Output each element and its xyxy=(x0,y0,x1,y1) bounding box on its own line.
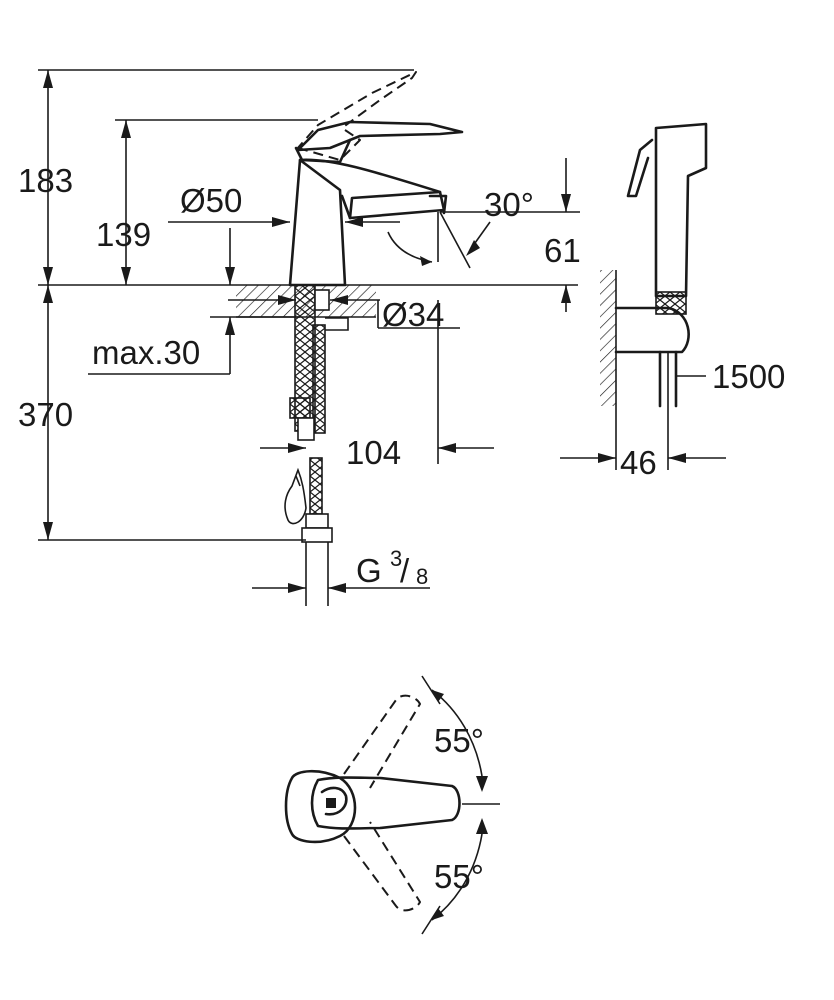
dim-spout-angle: 30° xyxy=(484,186,534,223)
dim-thread-num: 3 xyxy=(390,546,402,571)
dim-rotation-left: 55° xyxy=(434,722,484,759)
lever-top-view xyxy=(284,675,500,935)
dim-370: 370 xyxy=(18,396,73,433)
dim-rotation-right: 55° xyxy=(434,858,484,895)
dim-139: 139 xyxy=(96,216,151,253)
dim-1500: 1500 xyxy=(712,358,785,395)
dim-max-deck: max.30 xyxy=(92,334,200,371)
dim-104: 104 xyxy=(346,434,401,471)
dim-thread: G xyxy=(356,552,382,589)
dim-body-diameter: Ø50 xyxy=(180,182,242,219)
dim-hole-diameter: Ø34 xyxy=(382,296,444,333)
dim-46: 46 xyxy=(620,444,657,481)
dim-61: 61 xyxy=(544,232,581,269)
hand-shower-view xyxy=(560,122,726,470)
dimension-lines xyxy=(38,69,580,593)
dim-thread-den: 8 xyxy=(416,564,428,589)
dim-thread-slash: / xyxy=(400,552,410,589)
dim-183: 183 xyxy=(18,162,73,199)
faucet-side-view xyxy=(38,71,578,606)
